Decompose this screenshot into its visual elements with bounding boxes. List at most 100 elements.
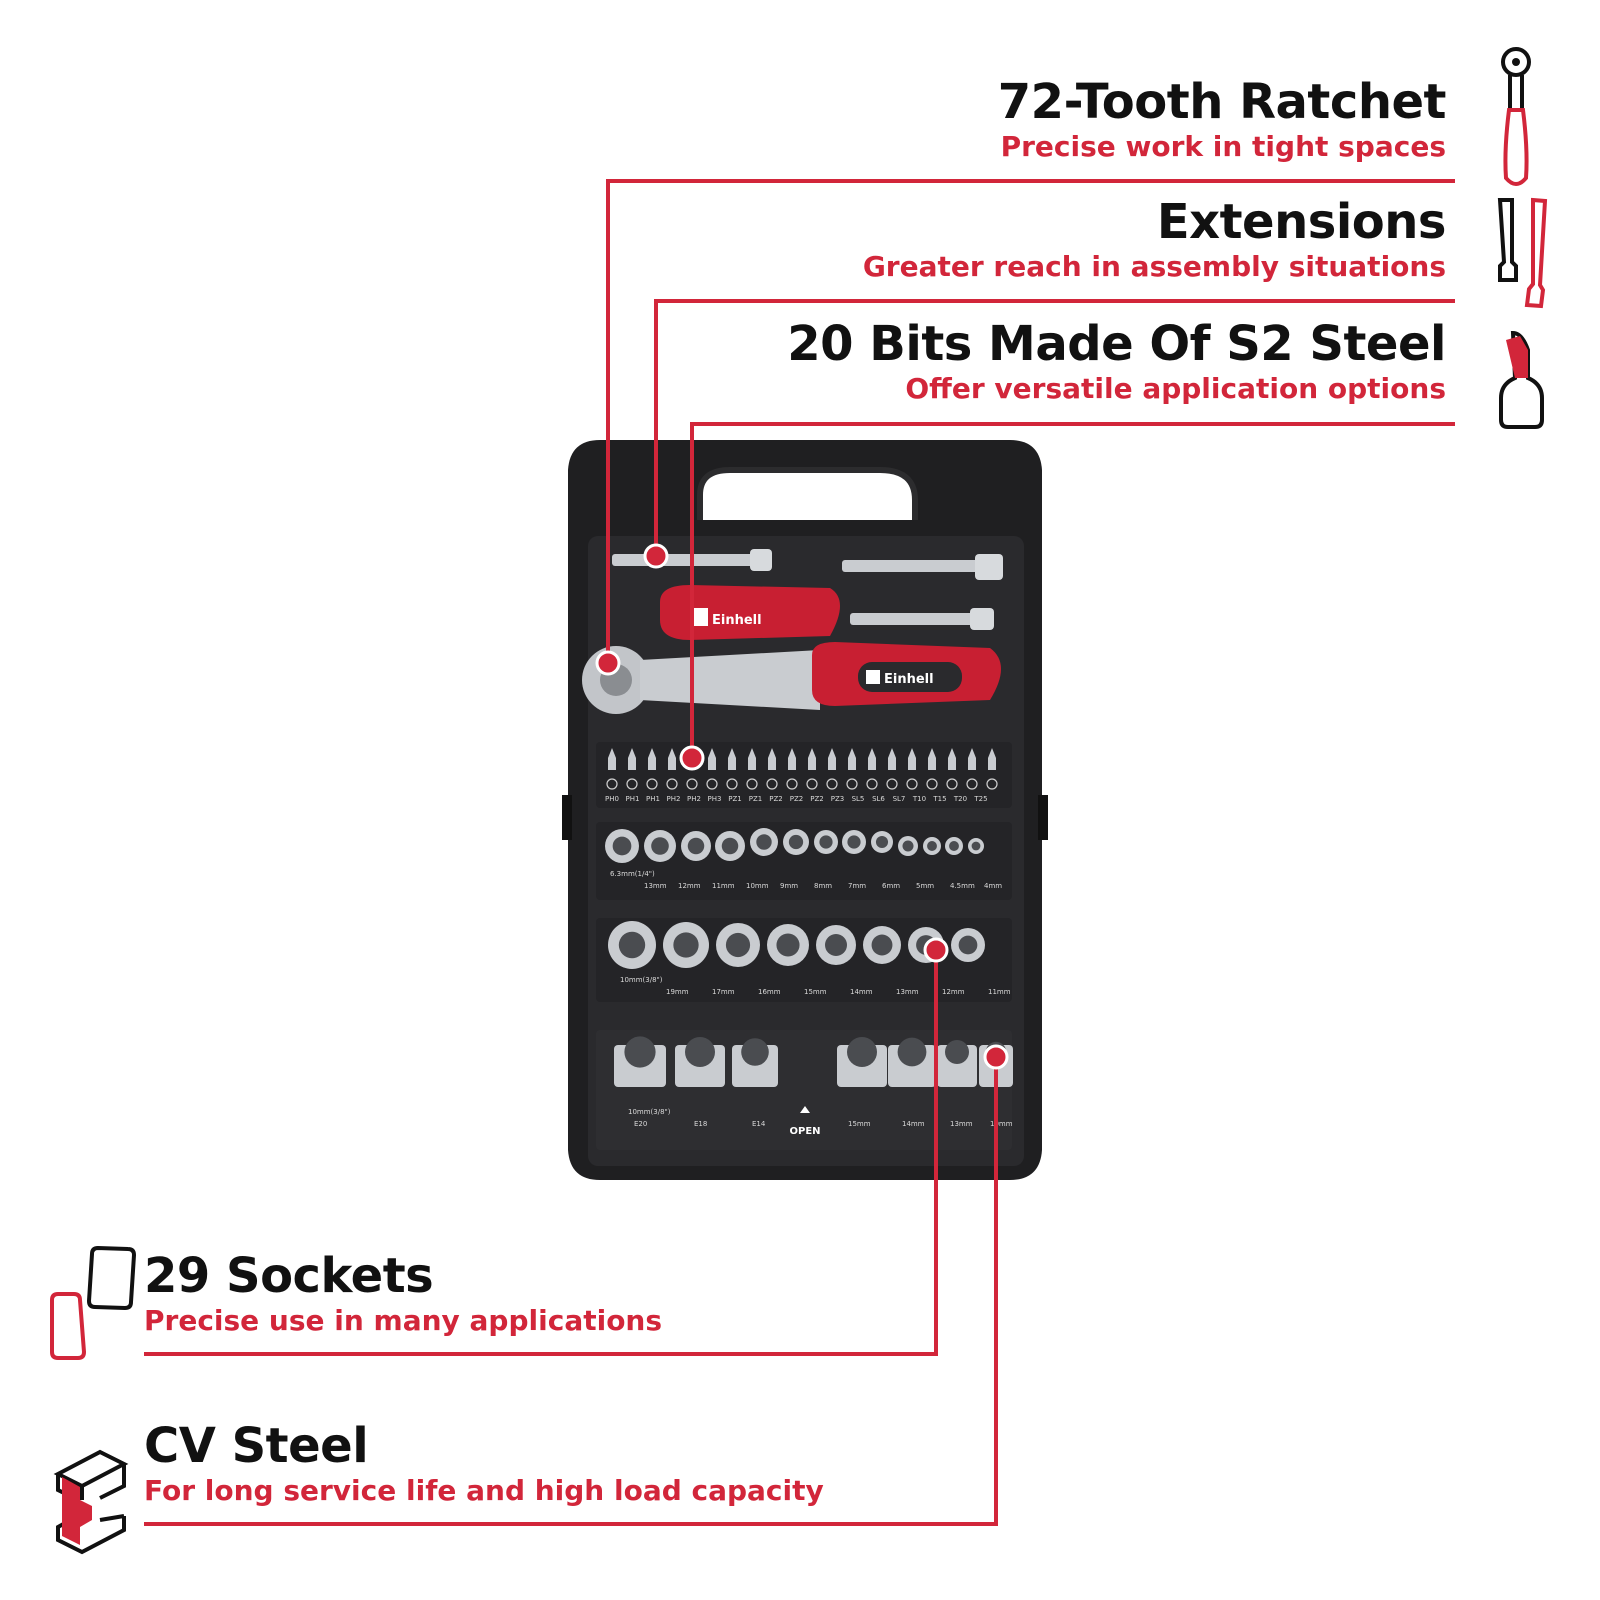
bit-screwdriver: Einhell (660, 585, 840, 640)
callout-dot-bits (679, 745, 705, 771)
bit-slot-icon (686, 778, 698, 790)
socket-bore (618, 931, 646, 959)
socket-size-label: 17mm (712, 988, 735, 996)
extension-bars (612, 549, 1003, 630)
feature-extensions: Extensions Greater reach in assembly sit… (862, 194, 1447, 284)
socket-bore (971, 841, 981, 851)
socket-size-label: 14mm (902, 1120, 925, 1128)
bit-label: PH1 (626, 795, 640, 803)
bit-label: T10 (912, 795, 926, 803)
bit (648, 748, 656, 770)
socket-bore (651, 837, 669, 855)
socket-size-label: 8mm (814, 882, 832, 890)
feature-title: CV Steel (144, 1418, 369, 1474)
socket-size-label: 4.5mm (950, 882, 975, 890)
bit (928, 748, 936, 770)
socket-size-label: E20 (634, 1120, 647, 1128)
bit (768, 748, 776, 770)
socket-size-label: 11mm (988, 988, 1011, 996)
bit-label: PZ2 (810, 795, 823, 803)
bit (868, 748, 876, 770)
socket-bore (687, 837, 705, 855)
socket-size-label: 16mm (758, 988, 781, 996)
bit (788, 748, 796, 770)
socket-bore (847, 835, 861, 849)
socket-bore (624, 1036, 656, 1068)
bit-label: SL7 (893, 795, 906, 803)
socket-bore (721, 837, 739, 855)
bit (668, 748, 676, 770)
feature-title: 20 Bits Made Of S2 Steel (787, 316, 1446, 372)
sockets-icon (50, 1245, 137, 1360)
socket-bore (776, 933, 800, 957)
bit-slot-icon (906, 778, 918, 790)
bit-slot-icon (646, 778, 658, 790)
bit (748, 748, 756, 770)
bit (628, 748, 636, 770)
socket-size-label: E18 (694, 1120, 707, 1128)
socket-bore (847, 1037, 877, 1067)
callout-line-extensions (654, 299, 1455, 556)
bit-label: PH3 (708, 795, 722, 803)
socket-bore (875, 835, 889, 849)
socket-size-label: 4mm (984, 882, 1002, 890)
bit-slot-icon (766, 778, 778, 790)
socket-size-label: 13mm (644, 882, 667, 890)
bit-slot-icon (926, 778, 938, 790)
feature-title: 72-Tooth Ratchet (997, 74, 1447, 130)
extension-bars-icon (1497, 197, 1548, 309)
bit-slot-icon (886, 778, 898, 790)
bit (908, 748, 916, 770)
socket-size-label: 15mm (848, 1120, 871, 1128)
socket-size-label: 7mm (848, 882, 866, 890)
bit-slot-icon (746, 778, 758, 790)
bit (948, 748, 956, 770)
bit-slot-icon (946, 778, 958, 790)
socket-bore (958, 935, 978, 955)
feature-ratchet: 72-Tooth Ratchet Precise work in tight s… (997, 74, 1447, 164)
bit-label: T25 (973, 795, 987, 803)
socket-size-label: 14mm (850, 988, 873, 996)
callout-line-ratchet (606, 179, 1455, 663)
socket-size-label: 12mm (678, 882, 701, 890)
bit-label: PZ2 (769, 795, 782, 803)
socket-bore (945, 1040, 969, 1064)
socket-size-label: 6mm (882, 882, 900, 890)
socket-bore (871, 934, 893, 956)
bit-slot-icon (786, 778, 798, 790)
bit-slot-icon (626, 778, 638, 790)
bit-label: PH2 (687, 795, 701, 803)
bit-slot-icon (666, 778, 678, 790)
callout-dot-extensions (643, 543, 669, 569)
bit-slot-icon (846, 778, 858, 790)
steel-beam-icon (53, 1449, 129, 1555)
bit-label: PZ1 (749, 795, 762, 803)
bit-slot-icon (986, 778, 998, 790)
socket-bore (927, 841, 937, 851)
socket-bore (902, 840, 914, 852)
feature-subtitle: For long service life and high load capa… (144, 1474, 824, 1507)
socket-bore (741, 1038, 769, 1066)
socket-size-label: 10mm (746, 882, 769, 890)
socket-bore (788, 834, 804, 850)
feature-title: 29 Sockets (144, 1248, 434, 1304)
bit-slot-icon (966, 778, 978, 790)
bit (808, 748, 816, 770)
socket-size-label: 10mm (990, 1120, 1013, 1128)
feature-subtitle: Greater reach in assembly situations (862, 250, 1446, 283)
ratchet-wrench: Einhell (582, 642, 1001, 714)
socket-bore (897, 1037, 927, 1067)
bit (708, 748, 716, 770)
feature-subtitle: Precise use in many applications (144, 1304, 663, 1337)
bit-slot-icon (806, 778, 818, 790)
bit (888, 748, 896, 770)
bit-slot-icon (826, 778, 838, 790)
bit (608, 748, 616, 770)
socket-size-label: 11mm (712, 882, 735, 890)
socket-bore (819, 835, 833, 849)
case-handle (700, 470, 915, 520)
bit-label: SL6 (872, 795, 885, 803)
brand-logo: Einhell (884, 672, 934, 687)
